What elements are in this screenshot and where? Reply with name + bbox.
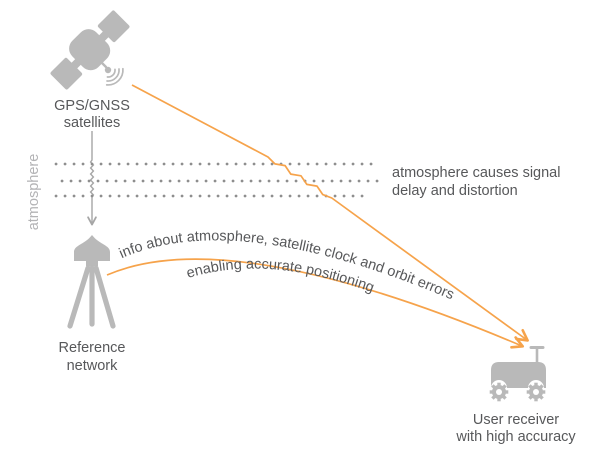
satellites-label-line2: satellites: [64, 115, 120, 131]
antenna-icon: [529, 346, 545, 364]
atmosphere-axis-label: atmosphere: [26, 154, 42, 231]
satellite-antenna-dot: [104, 66, 112, 74]
atmosphere-note-line2: delay and distortion: [392, 183, 518, 199]
atmosphere-dots: [54, 162, 383, 198]
receiver-label-line1: User receiver: [473, 412, 559, 428]
reference-label-line1: Reference: [59, 340, 126, 356]
reference-label-line2: network: [67, 358, 119, 374]
satellite-antenna-stem: [98, 59, 108, 69]
gear-wheel-left: [489, 382, 509, 402]
gear-wheel-right: [526, 382, 546, 402]
atmosphere-note-line1: atmosphere causes signal: [392, 165, 560, 181]
down-arrow-icon: [87, 131, 97, 226]
satellite-icon: [50, 10, 130, 90]
tractor-icon: [489, 346, 546, 402]
tractor-body: [491, 362, 546, 388]
receiver-label-line2: with high accuracy: [455, 429, 576, 445]
tripod-neck: [86, 261, 98, 266]
satellites-label-line1: GPS/GNSS: [54, 98, 130, 114]
correction-data-arrow: [106, 258, 525, 349]
tripod-dome: [74, 235, 110, 261]
surveying-tripod-icon: [67, 235, 116, 329]
satellite-signal-arrow: [131, 84, 529, 342]
signal-waves-icon: [105, 67, 124, 86]
